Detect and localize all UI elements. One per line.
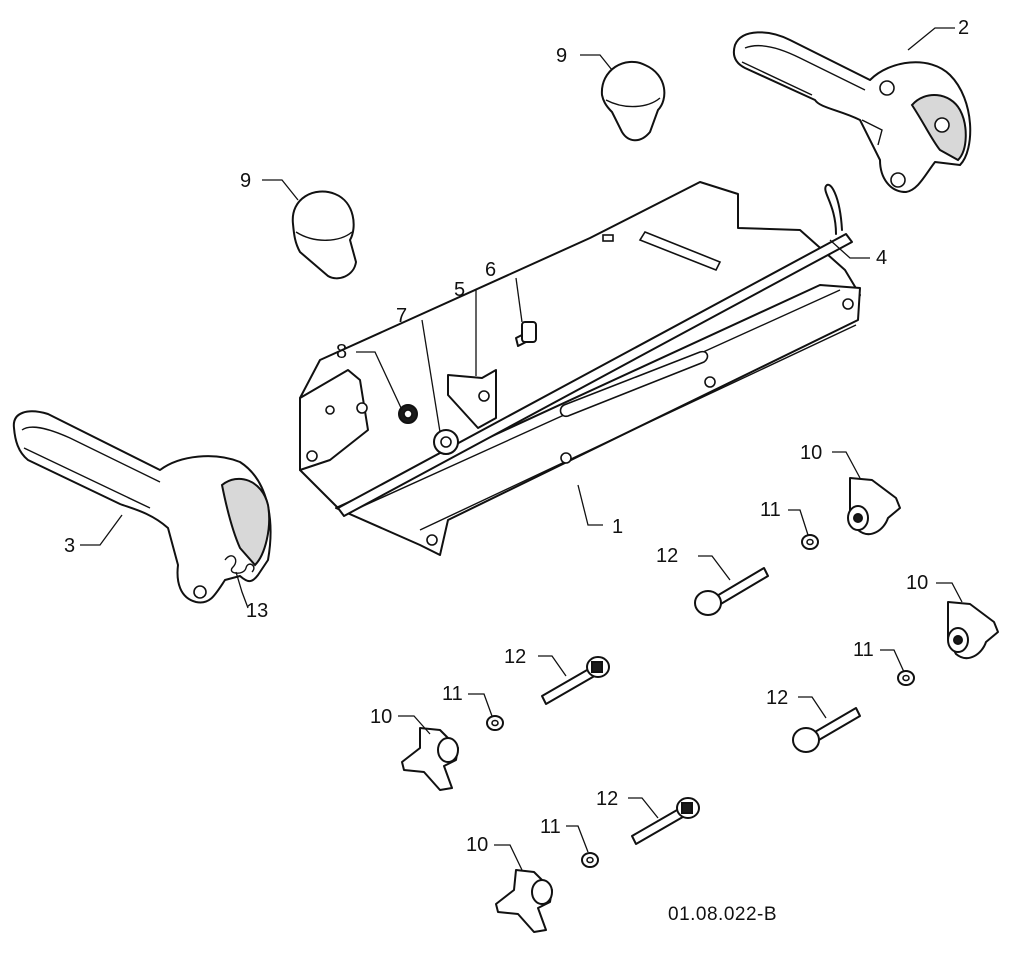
callout-left-armrest: 3 xyxy=(64,535,75,557)
callout-cap-left: 9 xyxy=(240,170,251,192)
washer-a xyxy=(801,534,819,550)
left-armrest xyxy=(12,410,272,604)
bracket xyxy=(447,369,497,429)
bolt-d xyxy=(631,797,700,845)
callout-cap-upper: 9 xyxy=(556,45,567,67)
callout-bolt-d: 12 xyxy=(596,788,618,810)
knob-a xyxy=(847,477,901,536)
callout-washer-a: 11 xyxy=(760,499,781,521)
callout-washer-b: 11 xyxy=(853,639,874,661)
washer-b xyxy=(897,670,915,686)
drawing-number: 01.08.022-B xyxy=(668,904,778,925)
right-armrest xyxy=(732,31,972,193)
callout-washer-d: 11 xyxy=(540,816,561,838)
callout-spring: 13 xyxy=(246,600,268,622)
knob-c xyxy=(401,727,459,791)
callout-knob-b: 10 xyxy=(906,572,928,594)
washer-d xyxy=(581,852,599,868)
callout-washer-c: 11 xyxy=(442,683,463,705)
knob-d xyxy=(495,869,553,933)
callout-bushing: 7 xyxy=(396,305,407,327)
callout-knob-a: 10 xyxy=(800,442,822,464)
bolt-b xyxy=(541,656,610,705)
callout-bracket: 5 xyxy=(454,279,465,301)
callout-labels: 1 2 3 4 5 6 7 8 9 9 10 10 10 10 11 11 11… xyxy=(64,17,969,856)
leader-lines xyxy=(80,27,963,871)
callout-screw: 6 xyxy=(485,259,496,281)
washer-c xyxy=(486,715,504,731)
callout-rod: 4 xyxy=(876,247,887,269)
callout-bolt-b: 12 xyxy=(504,646,526,668)
cap-upper xyxy=(600,60,666,142)
bolt-c xyxy=(792,707,861,753)
rod xyxy=(337,183,853,517)
callout-knob-c: 10 xyxy=(370,706,392,728)
callout-bolt-c: 12 xyxy=(766,687,788,709)
callout-bolt-a: 12 xyxy=(656,545,678,567)
nut xyxy=(398,404,418,424)
bushing xyxy=(433,429,459,455)
callout-right-armrest: 2 xyxy=(958,17,969,39)
screw xyxy=(515,321,537,347)
callout-nut: 8 xyxy=(336,341,347,363)
bolt-a xyxy=(694,567,769,616)
knob-b xyxy=(947,601,999,660)
callout-frame: 1 xyxy=(612,516,623,538)
cap-left xyxy=(291,190,357,280)
callout-knob-d: 10 xyxy=(466,834,488,856)
